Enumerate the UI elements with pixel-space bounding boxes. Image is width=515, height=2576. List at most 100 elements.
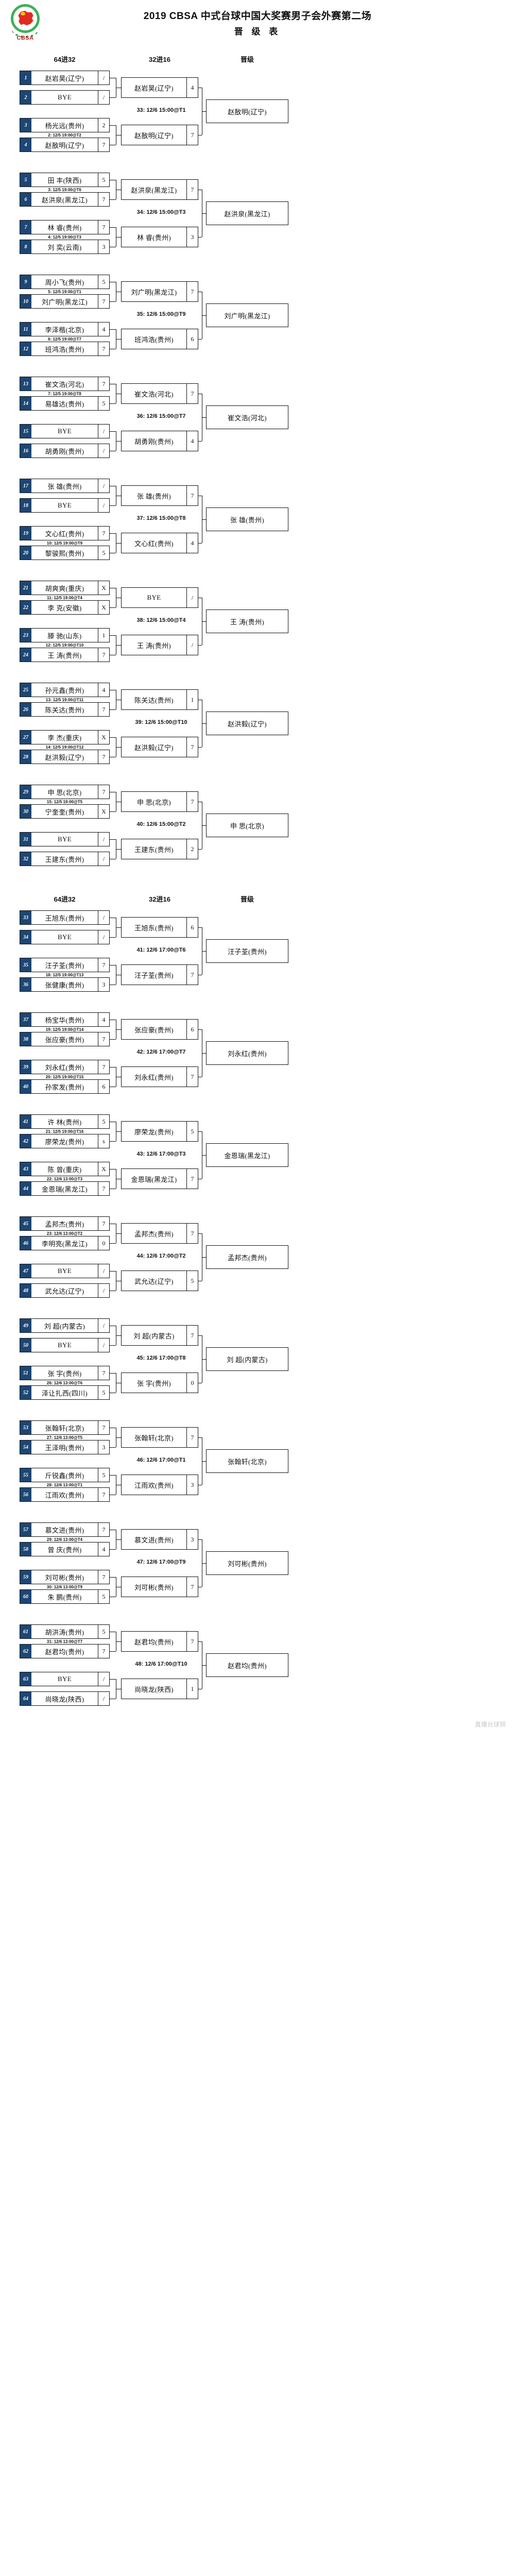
r2-match-slot[interactable]: 赵敔明(辽宁)7 bbox=[121, 125, 198, 145]
r2-match-slot[interactable]: 刘可彬(贵州)7 bbox=[121, 1577, 198, 1597]
r2-match-slot[interactable]: 刘广明(黑龙江)7 bbox=[121, 281, 198, 302]
r3-advance-slot[interactable]: 王 涛(贵州) bbox=[206, 609, 288, 633]
r3-advance-slot[interactable]: 刘可彬(贵州) bbox=[206, 1551, 288, 1575]
r2-match-slot[interactable]: BYE/ bbox=[121, 587, 198, 608]
r3-advance-slot[interactable]: 刘永红(贵州) bbox=[206, 1041, 288, 1065]
r2-match-slot[interactable]: 崔文浩(河北)7 bbox=[121, 383, 198, 404]
r2-match-slot[interactable]: 张 宇(贵州)0 bbox=[121, 1372, 198, 1393]
r3-advance-slot[interactable]: 孟邦杰(贵州) bbox=[206, 1245, 288, 1269]
r2-match-slot[interactable]: 申 思(北京)7 bbox=[121, 791, 198, 812]
r3-advance-slot[interactable]: 赵敔明(辽宁) bbox=[206, 99, 288, 123]
r2-match-slot[interactable]: 张翰轩(北京)7 bbox=[121, 1427, 198, 1448]
r2-match-slot[interactable]: 赵君均(贵州)7 bbox=[121, 1631, 198, 1652]
r3-advance-slot[interactable]: 汪子荃(贵州) bbox=[206, 939, 288, 963]
r2-match-slot[interactable]: 张应豪(贵州)6 bbox=[121, 1019, 198, 1040]
r2-match-slot[interactable]: 武允达(辽宁)5 bbox=[121, 1270, 198, 1291]
r2-match-slot[interactable]: 赵洪毅(辽宁)7 bbox=[121, 737, 198, 757]
r2-match-slot[interactable]: 陈关达(贵州)1 bbox=[121, 689, 198, 710]
r2-match-slot[interactable]: 胡勇刚(贵州)4 bbox=[121, 431, 198, 451]
r3-advance-slot[interactable]: 申 思(北京) bbox=[206, 814, 288, 837]
r2-match-slot[interactable]: 尚晓龙(陕西)1 bbox=[121, 1679, 198, 1699]
r3-advance-slot[interactable]: 刘广明(黑龙江) bbox=[206, 303, 288, 327]
r2-match-slot[interactable]: 汪子荃(贵州)7 bbox=[121, 964, 198, 985]
r2-match-slot[interactable]: 王 涛(贵州)/ bbox=[121, 635, 198, 655]
r3-advance-slot[interactable]: 赵君均(贵州) bbox=[206, 1653, 288, 1677]
r2-match-slot[interactable]: 刘永红(贵州)7 bbox=[121, 1066, 198, 1087]
r2-match-slot[interactable]: 王旭东(贵州)6 bbox=[121, 917, 198, 938]
r3-advance-slot[interactable]: 张翰轩(北京) bbox=[206, 1449, 288, 1473]
r2-match-slot[interactable]: 王建东(贵州)2 bbox=[121, 839, 198, 859]
r2-match-slot[interactable]: 廖荣龙(贵州)5 bbox=[121, 1121, 198, 1142]
r2-match-slot[interactable]: 慕文进(贵州)3 bbox=[121, 1529, 198, 1550]
r3-advance-slot[interactable]: 赵洪泉(黑龙江) bbox=[206, 201, 288, 225]
r2-match-slot[interactable]: 孟邦杰(贵州)7 bbox=[121, 1223, 198, 1244]
r3-advance-slot[interactable]: 刘 超(内蒙古) bbox=[206, 1347, 288, 1371]
r2-match-slot[interactable]: 文心红(贵州)4 bbox=[121, 533, 198, 553]
r3-advance-slot[interactable]: 崔文浩(河北) bbox=[206, 405, 288, 429]
r3-advance-slot[interactable]: 张 雄(贵州) bbox=[206, 507, 288, 531]
r3-advance-slot[interactable]: 金恩瑞(黑龙江) bbox=[206, 1143, 288, 1167]
r2-match-slot[interactable]: 江雨欢(贵州)3 bbox=[121, 1475, 198, 1495]
r2-match-slot[interactable]: 张 雄(贵州)7 bbox=[121, 485, 198, 506]
r2-match-slot[interactable]: 赵洪泉(黑龙江)7 bbox=[121, 179, 198, 200]
r2-match-slot[interactable]: 赵岩昊(辽宁)4 bbox=[121, 77, 198, 98]
